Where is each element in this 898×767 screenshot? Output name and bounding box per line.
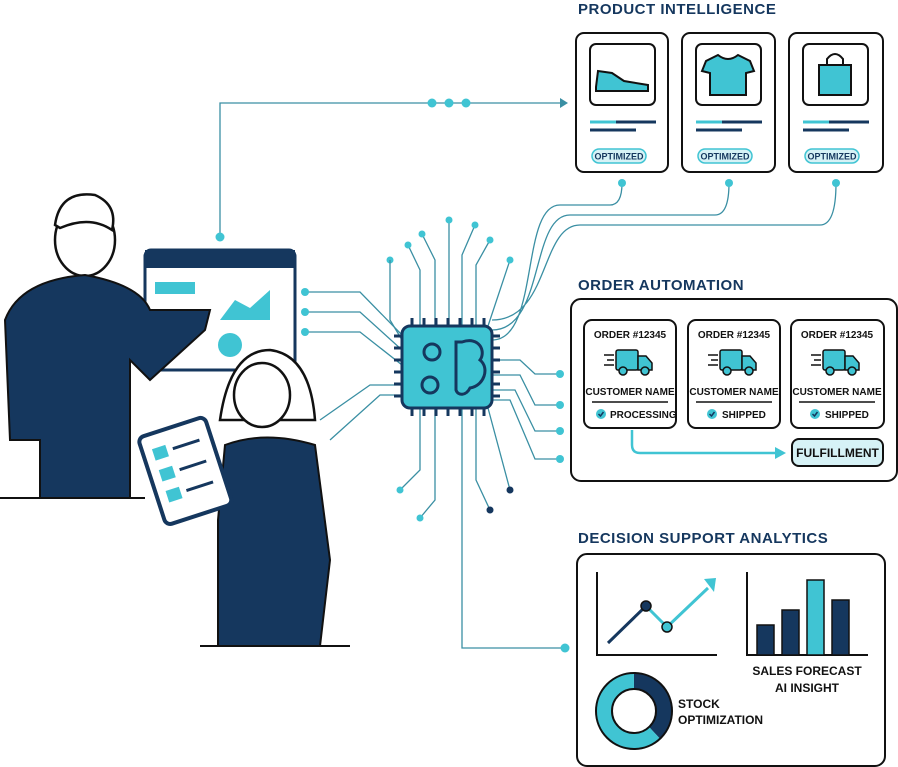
man-presenter xyxy=(0,193,297,499)
order-status: SHIPPED xyxy=(722,410,766,421)
stock-donut-chart xyxy=(595,672,673,750)
order-status: PROCESSING xyxy=(610,410,677,421)
donut-segment-dark xyxy=(633,673,672,739)
svg-text:CUSTOMER NAME: CUSTOMER NAME xyxy=(585,387,675,398)
trend-line-chart xyxy=(596,572,717,656)
check-icon xyxy=(707,409,717,419)
product-card-1: OPTIMIZED xyxy=(575,32,669,173)
product-card-3: OPTIMIZED xyxy=(788,32,884,173)
check-icon xyxy=(810,409,820,419)
optimized-badge: OPTIMIZED xyxy=(701,152,750,162)
order-automation-title: ORDER AUTOMATION xyxy=(578,277,744,294)
delivery-truck-icon xyxy=(708,349,757,376)
check-icon xyxy=(596,409,606,419)
svg-text:ORDER #12345: ORDER #12345 xyxy=(594,330,667,341)
gear-icon xyxy=(420,342,442,395)
svg-text:CUSTOMER NAME: CUSTOMER NAME xyxy=(792,387,882,398)
shopping-bag-icon xyxy=(818,53,852,96)
svg-text:FULFILLMENT: FULFILLMENT xyxy=(796,446,879,460)
woman-head xyxy=(232,361,292,429)
svg-text:CUSTOMER NAME: CUSTOMER NAME xyxy=(689,387,779,398)
ai-insight-label: AI INSIGHT xyxy=(775,681,840,695)
bar xyxy=(806,579,825,656)
order-card-3: ORDER #12345 CUSTOMER NAME SHIPPED xyxy=(790,319,885,429)
fulfillment-badge xyxy=(791,438,884,467)
product-card-2: OPTIMIZED xyxy=(681,32,776,173)
delivery-truck-icon xyxy=(604,349,653,376)
order-status: SHIPPED xyxy=(825,410,869,421)
tshirt-icon xyxy=(700,53,756,96)
product-intelligence-title: PRODUCT INTELLIGENCE xyxy=(578,1,776,18)
brain-icon xyxy=(454,339,487,396)
ai-chip xyxy=(394,318,500,416)
optimized-badge: OPTIMIZED xyxy=(595,152,644,162)
order-card-1: ORDER #12345 CUSTOMER NAME PROCESSING xyxy=(583,319,677,429)
svg-text:ORDER #12345: ORDER #12345 xyxy=(801,330,874,341)
sales-bar-chart xyxy=(746,572,868,656)
decision-support-title: DECISION SUPPORT ANALYTICS xyxy=(578,530,828,547)
bar xyxy=(781,609,800,656)
sneaker-icon xyxy=(595,69,649,92)
circuit-traces xyxy=(215,98,840,653)
order-card-2: ORDER #12345 CUSTOMER NAME SHIPPED xyxy=(687,319,781,429)
optimization-label: OPTIMIZATION xyxy=(678,713,763,727)
delivery-truck-icon xyxy=(811,349,860,376)
donut-segment-teal xyxy=(596,673,661,749)
woman-with-tablet xyxy=(137,348,350,647)
svg-text:ORDER #12345: ORDER #12345 xyxy=(698,330,771,341)
bar xyxy=(756,624,775,656)
optimized-badge: OPTIMIZED xyxy=(808,152,857,162)
bar xyxy=(831,599,850,656)
tablet-icon xyxy=(137,415,234,526)
flow-arrow xyxy=(630,430,775,455)
sales-forecast-label: SALES FORECAST xyxy=(752,664,862,678)
stock-label: STOCK xyxy=(678,697,720,711)
